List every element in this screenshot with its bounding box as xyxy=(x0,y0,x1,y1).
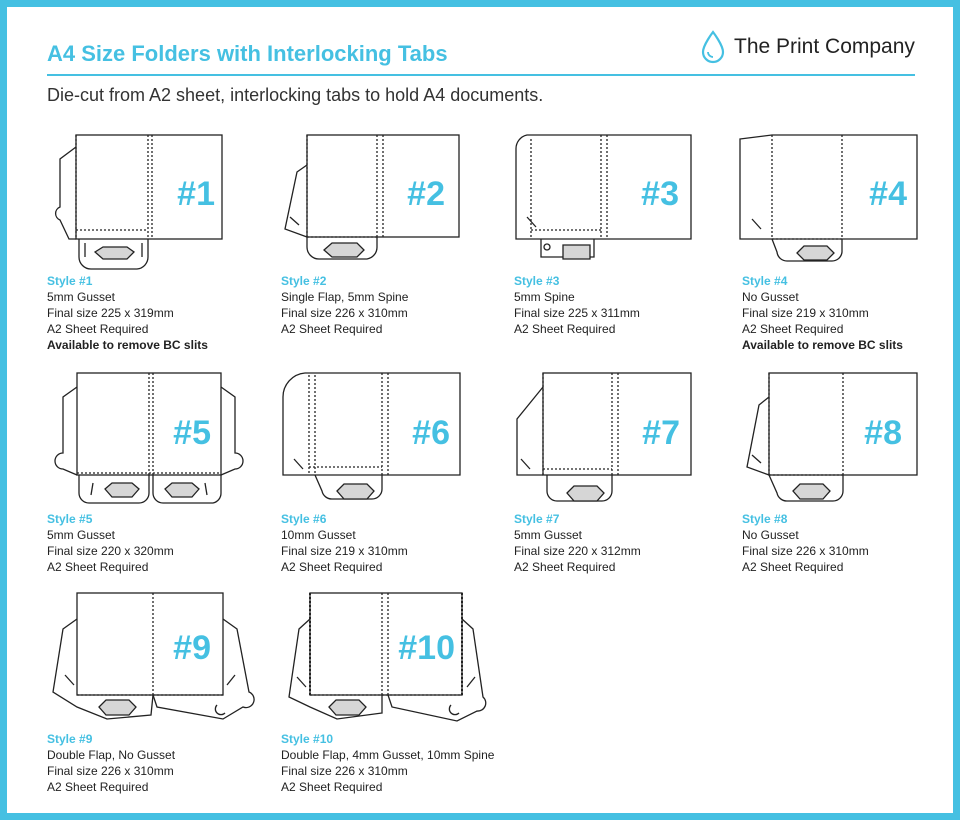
style-detail: 5mm Gusset xyxy=(47,290,116,304)
style-title: Style #6 xyxy=(281,512,327,526)
style-detail: Final size 220 x 320mm xyxy=(47,544,174,558)
style-detail: 10mm Gusset xyxy=(281,528,356,542)
folder-diagram-10 xyxy=(288,592,487,722)
style-info-10: Style #10 Double Flap, 4mm Gusset, 10mm … xyxy=(281,731,541,795)
style-number-2: #2 xyxy=(407,175,445,213)
style-detail: A2 Sheet Required xyxy=(742,560,844,574)
style-info-8: Style #8 No Gusset Final size 226 x 310m… xyxy=(742,511,960,575)
style-note: Available to remove BC slits xyxy=(742,338,903,352)
style-number-6: #6 xyxy=(412,414,450,452)
style-detail: Final size 226 x 310mm xyxy=(47,764,174,778)
style-detail: Final size 220 x 312mm xyxy=(514,544,641,558)
style-detail: A2 Sheet Required xyxy=(47,780,149,794)
style-number-3: #3 xyxy=(641,175,679,213)
style-detail: A2 Sheet Required xyxy=(281,322,383,336)
style-number-5: #5 xyxy=(173,414,211,452)
style-info-7: Style #7 5mm Gusset Final size 220 x 312… xyxy=(514,511,734,575)
style-detail: Final size 225 x 311mm xyxy=(514,306,640,320)
style-detail: Final size 226 x 310mm xyxy=(281,306,408,320)
style-detail: A2 Sheet Required xyxy=(742,322,844,336)
style-detail: Final size 226 x 310mm xyxy=(281,764,408,778)
style-number-1: #1 xyxy=(177,175,215,213)
folder-diagram-8 xyxy=(746,372,918,502)
folder-diagram-6 xyxy=(282,372,461,500)
style-title: Style #3 xyxy=(514,274,560,288)
style-info-1: Style #1 5mm Gusset Final size 225 x 319… xyxy=(47,273,267,353)
style-detail: Double Flap, 4mm Gusset, 10mm Spine xyxy=(281,748,495,762)
style-note: Available to remove BC slits xyxy=(47,338,208,352)
style-detail: No Gusset xyxy=(742,528,799,542)
style-title: Style #1 xyxy=(47,274,93,288)
style-info-6: Style #6 10mm Gusset Final size 219 x 31… xyxy=(281,511,501,575)
style-detail: Final size 226 x 310mm xyxy=(742,544,869,558)
style-info-9: Style #9 Double Flap, No Gusset Final si… xyxy=(47,731,267,795)
style-detail: A2 Sheet Required xyxy=(514,560,616,574)
style-info-4: Style #4 No Gusset Final size 219 x 310m… xyxy=(742,273,960,353)
brand-logo: The Print Company xyxy=(700,29,915,65)
folder-diagram-1 xyxy=(54,134,223,270)
page-subtitle: Die-cut from A2 sheet, interlocking tabs… xyxy=(47,85,544,105)
style-number-7: #7 xyxy=(642,414,680,452)
style-detail: A2 Sheet Required xyxy=(514,322,616,336)
style-detail: A2 Sheet Required xyxy=(281,560,383,574)
style-detail: A2 Sheet Required xyxy=(281,780,383,794)
style-info-2: Style #2 Single Flap, 5mm Spine Final si… xyxy=(281,273,501,337)
folder-diagram-4 xyxy=(739,134,918,262)
style-title: Style #10 xyxy=(281,732,334,746)
style-detail: 5mm Spine xyxy=(514,290,575,304)
style-info-3: Style #3 5mm Spine Final size 225 x 311m… xyxy=(514,273,734,337)
style-detail: 5mm Gusset xyxy=(47,528,116,542)
style-detail: Final size 225 x 319mm xyxy=(47,306,174,320)
style-detail: 5mm Gusset xyxy=(514,528,583,542)
folder-diagram-9 xyxy=(52,592,255,720)
style-title: Style #4 xyxy=(742,274,788,288)
style-number-9: #9 xyxy=(173,629,211,667)
folder-diagrams: #1 #2 #3 #4 #5 #6 #7 #8 #9 #10 xyxy=(52,134,918,722)
style-title: Style #2 xyxy=(281,274,327,288)
style-info-5: Style #5 5mm Gusset Final size 220 x 320… xyxy=(47,511,267,575)
brand-name: The Print Company xyxy=(734,35,915,58)
folder-diagram-7 xyxy=(516,372,692,502)
style-detail: Final size 219 x 310mm xyxy=(281,544,408,558)
style-title: Style #5 xyxy=(47,512,93,526)
style-title: Style #7 xyxy=(514,512,560,526)
droplet-icon xyxy=(701,30,725,64)
style-number-10: #10 xyxy=(398,629,455,667)
folder-diagram-5 xyxy=(54,372,244,504)
style-title: Style #9 xyxy=(47,732,93,746)
style-detail: A2 Sheet Required xyxy=(47,322,149,336)
page-title: A4 Size Folders with Interlocking Tabs xyxy=(47,41,448,66)
style-detail: A2 Sheet Required xyxy=(47,560,149,574)
style-detail: Single Flap, 5mm Spine xyxy=(281,290,409,304)
style-detail: Double Flap, No Gusset xyxy=(47,748,176,762)
style-number-4: #4 xyxy=(869,175,907,213)
header-divider xyxy=(47,74,915,76)
style-number-8: #8 xyxy=(864,414,902,452)
folder-diagram-3 xyxy=(515,134,692,260)
style-detail: No Gusset xyxy=(742,290,799,304)
folder-diagram-2 xyxy=(284,134,460,260)
style-title: Style #8 xyxy=(742,512,788,526)
style-detail: Final size 219 x 310mm xyxy=(742,306,869,320)
